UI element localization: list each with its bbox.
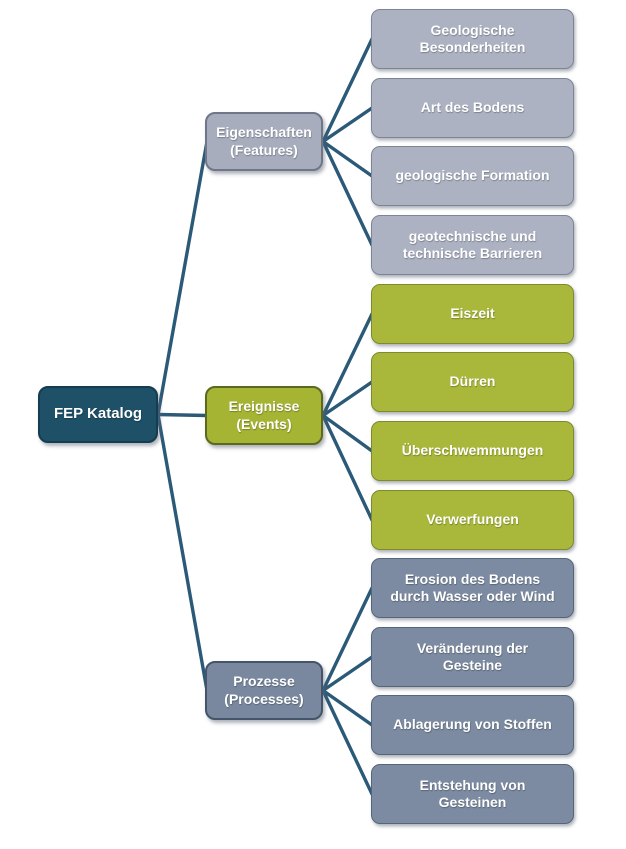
node-art-des-bodens: Art des Bodens bbox=[371, 78, 574, 138]
node-ereignisse: Ereignisse (Events) bbox=[205, 386, 323, 445]
connector-line bbox=[156, 412, 209, 418]
node-geologische-besonderheiten: Geologische Besonderheiten bbox=[371, 9, 574, 69]
node-ueberschwemmungen: Überschwemmungen bbox=[371, 421, 574, 481]
node-fep-katalog: FEP Katalog bbox=[38, 386, 158, 443]
connector-line bbox=[321, 139, 374, 247]
node-erosion-des-bodens: Erosion des Bodens durch Wasser oder Win… bbox=[371, 558, 574, 618]
node-eiszeit: Eiszeit bbox=[371, 284, 574, 344]
node-duerren: Dürren bbox=[371, 352, 574, 412]
connector-line bbox=[321, 312, 374, 418]
connector-line bbox=[321, 655, 374, 693]
connector-line bbox=[321, 688, 374, 727]
node-veraenderung-der-gesteine: Veränderung der Gesteine bbox=[371, 627, 574, 687]
connector-line bbox=[321, 413, 374, 522]
connector-line bbox=[321, 586, 374, 693]
connector-line bbox=[321, 688, 374, 796]
connector-line bbox=[321, 413, 374, 453]
node-geotechnische-barrieren: geotechnische und technische Barrieren bbox=[371, 215, 574, 275]
node-eigenschaften: Eigenschaften (Features) bbox=[205, 112, 323, 171]
connector-line bbox=[321, 380, 374, 418]
connector-line bbox=[156, 412, 209, 693]
node-entstehung-von-gesteinen: Entstehung von Gesteinen bbox=[371, 764, 574, 824]
node-verwerfungen: Verwerfungen bbox=[371, 490, 574, 550]
node-geologische-formation: geologische Formation bbox=[371, 146, 574, 206]
node-ablagerung-von-stoffen: Ablagerung von Stoffen bbox=[371, 695, 574, 755]
connector-line bbox=[321, 37, 374, 144]
node-prozesse: Prozesse (Processes) bbox=[205, 661, 323, 720]
connector-line bbox=[156, 139, 209, 417]
connector-line bbox=[321, 106, 374, 144]
connector-line bbox=[321, 139, 374, 178]
